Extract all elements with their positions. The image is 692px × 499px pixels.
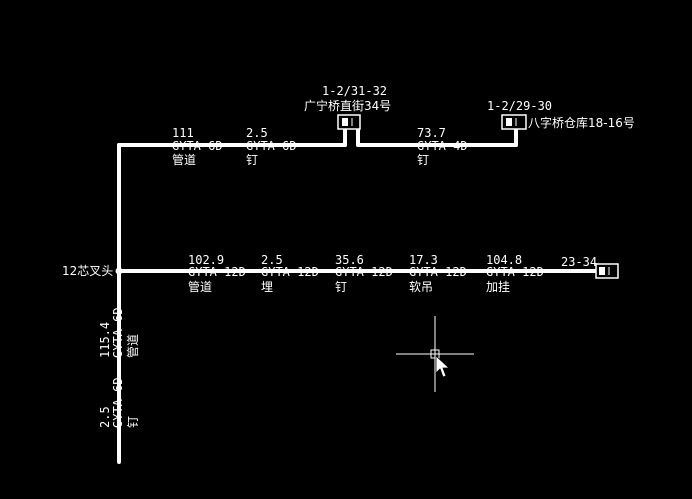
vertical-segment-2: 2.5 GYTA-6D 钉 [98,377,140,428]
node-code-guangning: 1-2/31-32 [322,84,387,98]
node-code-23-34: 23-34 [561,255,597,269]
middle-segment-5: 104.8 GYTA-12D 加挂 [486,253,544,294]
top-segment-3: 73.7 GYTA-4D 钉 [417,126,468,167]
segment-cable-type: GYTA-6D [172,139,223,153]
segment-length: 111 [172,126,194,140]
segment-cable-type: GYTA-4D [417,139,468,153]
junction-label: 12芯叉头 [62,264,113,278]
segment-method: 钉 [417,153,429,167]
segment-cable-type: GYTA-6D [111,377,125,428]
segment-cable-type: GYTA-12D [335,265,393,279]
segment-length: 35.6 [335,253,364,267]
vertical-segment-1: 115.4 GYTA-6D 管道 [98,307,140,358]
segment-length: 2.5 [98,406,112,428]
segment-cable-type: GYTA-6D [246,139,297,153]
segment-cable-type: GYTA-6D [111,307,125,358]
top-segment-1: 111 GYTA-6D 管道 [172,126,223,167]
node-box-23-34[interactable] [595,263,619,279]
segment-cable-type: GYTA-12D [188,265,246,279]
segment-cable-type: GYTA-12D [261,265,319,279]
segment-method: 软吊 [409,280,433,294]
segment-cable-type: GYTA-12D [409,265,467,279]
node-name-guangning: 广宁桥直街34号 [304,98,391,113]
segment-length: 2.5 [246,126,268,140]
middle-segment-3: 35.6 GYTA-12D 钉 [335,253,393,294]
top-segment-2: 2.5 GYTA-6D 钉 [246,126,297,167]
segment-length: 102.9 [188,253,224,267]
middle-segment-2: 2.5 GYTA-12D 埋 [261,253,319,294]
crosshair-cursor-icon [396,316,474,392]
segment-method: 钉 [335,280,347,294]
arrow-pointer-icon [435,355,451,378]
segment-method: 埋 [261,280,273,294]
segment-method: 加挂 [486,280,510,294]
segment-method: 管道 [125,334,140,358]
node-box-bazi[interactable] [501,114,527,130]
segment-cable-type: GYTA-12D [486,265,544,279]
segment-length: 115.4 [98,322,112,358]
segment-method: 钉 [246,153,258,167]
segment-method: 管道 [172,152,196,167]
segment-length: 73.7 [417,126,446,140]
node-code-bazi: 1-2/29-30 [487,99,552,113]
segment-method: 钉 [126,416,140,428]
node-name-bazi: 八字桥仓库18-16号 [528,115,635,130]
junction-node[interactable] [115,267,123,275]
node-box-guangning[interactable] [337,114,361,130]
middle-segment-1: 102.9 GYTA-12D 管道 [188,253,246,294]
segment-length: 17.3 [409,253,438,267]
segment-length: 104.8 [486,253,522,267]
segment-method: 管道 [188,279,212,294]
segment-length: 2.5 [261,253,283,267]
middle-segment-4: 17.3 GYTA-12D 软吊 [409,253,467,294]
